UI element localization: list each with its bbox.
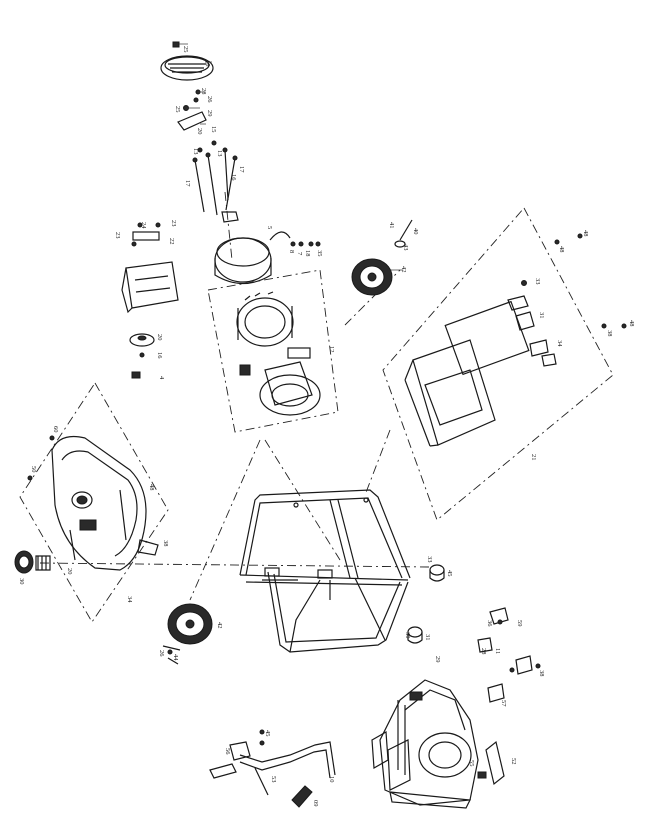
callout-45: 45 <box>446 570 453 577</box>
bolt-icon <box>172 41 180 48</box>
frame-axis-left <box>264 439 341 561</box>
callout-13b: 13 <box>216 150 223 157</box>
callout-18: 18 <box>204 60 211 67</box>
callout-43: 43 <box>402 244 409 251</box>
fuel-tank <box>27 435 159 571</box>
callout-34b: 34 <box>126 596 133 603</box>
callout-24: 24 <box>140 222 147 229</box>
callout-33: 33 <box>534 278 541 285</box>
fuel-cap-parts <box>129 333 155 379</box>
long-bolts <box>192 147 239 223</box>
callout-11: 11 <box>494 648 501 654</box>
callout-17b: 17 <box>184 180 191 187</box>
engine-bracket <box>477 740 505 786</box>
callout-41: 41 <box>388 222 395 229</box>
alternator-boundary <box>207 269 339 433</box>
callout-22: 22 <box>168 238 175 245</box>
callout-15: 15 <box>210 126 217 133</box>
callout-21: 21 <box>530 454 537 461</box>
stator-rotor-assembly <box>236 291 321 416</box>
callout-38: 38 <box>606 330 613 337</box>
callout-23b: 23 <box>170 220 177 227</box>
callout-48: 48 <box>582 230 589 237</box>
engine-assembly <box>371 679 479 809</box>
callout-45b: 45 <box>264 730 271 737</box>
callout-60: 60 <box>52 426 59 433</box>
wheel-lower <box>162 603 213 665</box>
callout-31b: 31 <box>424 634 431 641</box>
callout-30: 30 <box>18 578 25 585</box>
battery-holder <box>121 222 179 314</box>
callout-33b: 33 <box>426 556 433 563</box>
callout-30b: 30 <box>404 632 411 639</box>
callout-20c: 20 <box>66 568 73 575</box>
callout-25b: 25 <box>174 106 181 113</box>
callout-5: 5 <box>266 226 273 229</box>
control-panel-box <box>404 233 627 447</box>
callout-56: 56 <box>224 748 231 755</box>
air-filter-cover <box>160 41 214 81</box>
callout-34: 34 <box>556 340 563 347</box>
callout-38b: 38 <box>162 540 169 547</box>
callout-29b: 29 <box>434 656 441 663</box>
callout-4: 4 <box>158 376 165 380</box>
callout-42: 42 <box>400 266 407 273</box>
muffler-bracket <box>177 89 217 153</box>
tubular-frame <box>239 489 411 653</box>
alternator-end-cover <box>214 231 321 285</box>
rotor-axis <box>224 191 233 261</box>
callout-13: 13 <box>192 148 199 155</box>
callout-38c: 38 <box>538 670 545 677</box>
callout-57: 57 <box>500 700 507 707</box>
callout-48d: 48 <box>148 484 155 491</box>
callout-09: 09 <box>312 800 319 807</box>
callout-16b: 16 <box>156 352 163 359</box>
handle-grip <box>291 785 313 808</box>
callout-48b: 48 <box>558 246 565 253</box>
callout-28: 28 <box>200 88 207 95</box>
callout-20b: 20 <box>156 334 163 341</box>
callout-48c: 48 <box>628 320 635 327</box>
callout-52: 52 <box>510 758 517 765</box>
callout-23: 23 <box>114 232 121 239</box>
wheel-axis-left <box>189 439 261 601</box>
tank-mount-axis <box>39 562 431 568</box>
callout-31: 31 <box>538 312 545 319</box>
wheel-upper <box>351 219 413 296</box>
callout-labels: 25 18 28 26 25 29 20 15 17 17 16 13 13 2… <box>18 46 635 807</box>
callout-42b: 42 <box>216 622 223 629</box>
callout-36: 36 <box>486 620 493 627</box>
callout-17: 17 <box>238 166 245 173</box>
callout-26: 26 <box>206 96 213 103</box>
handle-assembly <box>209 729 336 796</box>
fuel-tank-boundary <box>19 382 169 623</box>
callout-10: 10 <box>328 776 335 783</box>
callout-8: 8 <box>288 250 295 253</box>
callout-35: 35 <box>316 250 323 257</box>
assembly-boundary-lines <box>19 191 614 623</box>
callout-44: 44 <box>172 654 179 661</box>
callout-26b: 26 <box>158 650 165 657</box>
vibration-mounts <box>407 564 541 703</box>
washer-icon <box>221 211 239 223</box>
callout-25: 25 <box>182 46 189 53</box>
callout-12: 12 <box>328 346 335 353</box>
callout-59: 59 <box>516 620 523 627</box>
frame-axis-right <box>364 429 391 496</box>
callout-53: 53 <box>270 776 277 783</box>
callout-55: 55 <box>468 760 475 767</box>
callout-40: 40 <box>412 228 419 235</box>
callout-29: 29 <box>206 110 213 117</box>
callout-50: 50 <box>30 466 37 473</box>
control-panel-boundary <box>382 207 614 521</box>
callout-18b: 18 <box>304 250 311 257</box>
callout-20: 20 <box>196 128 203 135</box>
callout-28b: 28 <box>480 648 487 655</box>
callout-16: 16 <box>230 174 237 181</box>
callout-7: 7 <box>296 252 303 256</box>
fuel-valve <box>14 550 51 574</box>
